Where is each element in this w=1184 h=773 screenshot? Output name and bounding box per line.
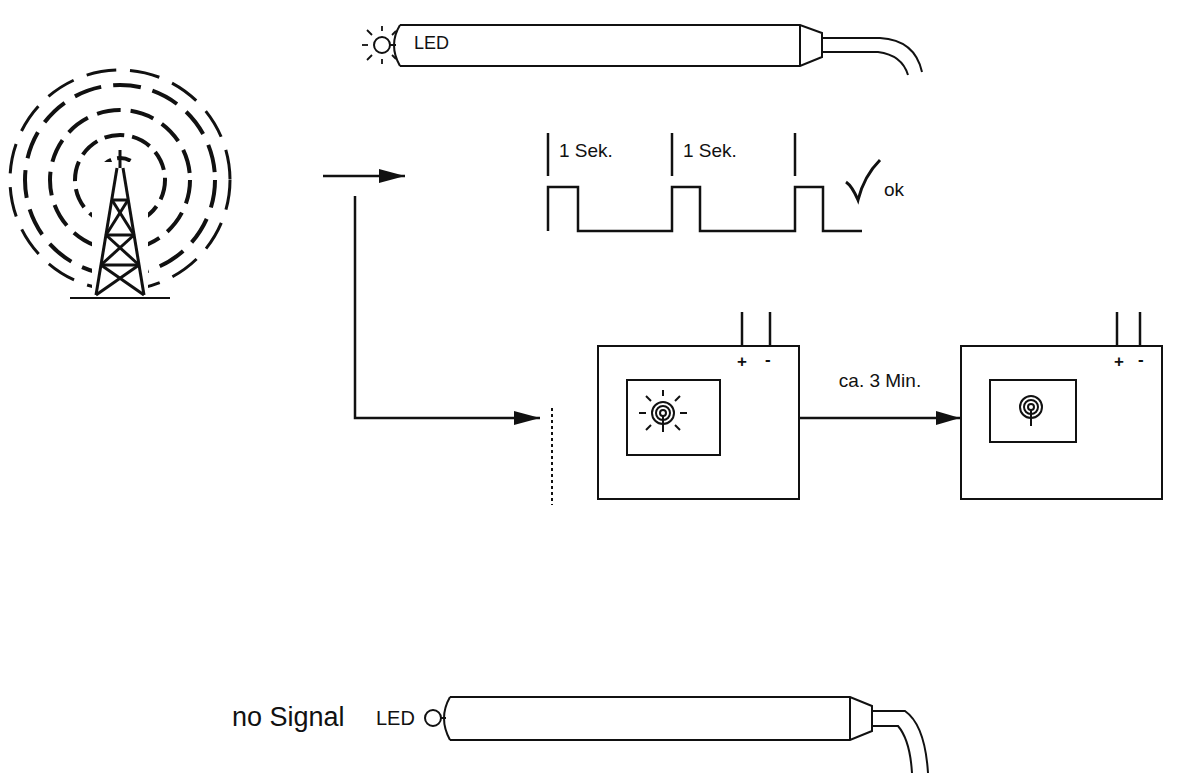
drawing-part — [323, 175, 405, 178]
drawing-part — [639, 412, 646, 414]
drawing-part — [362, 44, 368, 46]
drawing-part — [680, 412, 687, 414]
led-label: LED — [414, 34, 449, 54]
drawing-part — [548, 187, 862, 231]
drawing-part — [367, 30, 372, 35]
led-label: LED — [376, 707, 415, 729]
pulse-waveform — [548, 133, 862, 231]
drawing-part — [381, 59, 383, 64]
drawing-part — [96, 265, 139, 295]
drawing-part — [675, 425, 680, 430]
drawing-part — [799, 25, 801, 66]
drawing-part — [646, 396, 651, 401]
drawing-part — [547, 133, 550, 176]
drawing-part — [1028, 404, 1034, 410]
drawing-part — [671, 133, 674, 176]
drawing-part — [101, 265, 144, 295]
drawing-part — [381, 26, 383, 31]
transition-arrow — [800, 417, 960, 420]
check-mark — [846, 160, 880, 200]
drawing-part — [400, 25, 822, 66]
drawing-part — [101, 264, 139, 267]
device-box: +- — [597, 345, 800, 500]
drawing-part — [794, 133, 797, 176]
ok-label: ok — [884, 180, 904, 201]
drawing-part — [769, 312, 772, 345]
terminal-sign: - — [765, 351, 771, 368]
device-box: +- — [960, 345, 1163, 500]
drawing-part — [990, 380, 1076, 442]
drawing-part — [70, 297, 170, 299]
drawing-part — [872, 711, 928, 773]
antenna-icon-blinking — [639, 390, 687, 432]
terminal-sign: + — [737, 353, 747, 370]
antenna-icon — [1020, 396, 1042, 426]
drawing-part — [849, 697, 851, 740]
drawing-part — [392, 31, 396, 35]
drawing-part — [106, 234, 134, 237]
drawing-part — [662, 416, 664, 432]
led-probe-lit — [362, 25, 922, 75]
drawing-part — [675, 396, 680, 401]
tower-mast — [70, 150, 170, 302]
drawing-part — [106, 200, 128, 235]
drawing-part — [374, 37, 390, 53]
drawing-part — [392, 55, 396, 59]
drawing-part — [390, 44, 396, 46]
status-label: no Signal — [232, 703, 345, 733]
drawing-part — [101, 235, 134, 265]
edge-label: ca. 3 Min. — [837, 371, 923, 392]
terminal-sign: + — [1114, 353, 1124, 370]
drawing-part — [822, 38, 922, 72]
drawing-part — [1139, 312, 1142, 345]
drawing-part — [627, 380, 720, 455]
terminals — [742, 312, 1140, 345]
drawing-part — [450, 697, 872, 740]
dotted-line — [551, 408, 553, 505]
led-probe-dark — [425, 697, 928, 773]
drawing-part — [441, 717, 446, 719]
drawing-part — [660, 410, 666, 416]
drawing-part — [106, 235, 139, 265]
drawing-part — [362, 26, 396, 64]
drawing-part — [1116, 312, 1119, 345]
duration-label: 1 Sek. — [559, 141, 613, 162]
drawing-part — [646, 425, 651, 430]
signal-arrows — [323, 176, 540, 418]
drawing-part — [662, 390, 664, 396]
terminal-sign: - — [1138, 351, 1144, 368]
drawing-part — [92, 162, 148, 302]
drawing-part — [1030, 410, 1032, 426]
drawing-part — [355, 196, 540, 418]
drawing-part — [741, 312, 744, 345]
drawing-part — [872, 726, 912, 773]
drawing-part — [367, 55, 372, 60]
drawing-part — [822, 52, 908, 75]
drawing-part — [119, 150, 122, 168]
duration-label: 1 Sek. — [683, 141, 737, 162]
drawing-part — [425, 710, 441, 726]
